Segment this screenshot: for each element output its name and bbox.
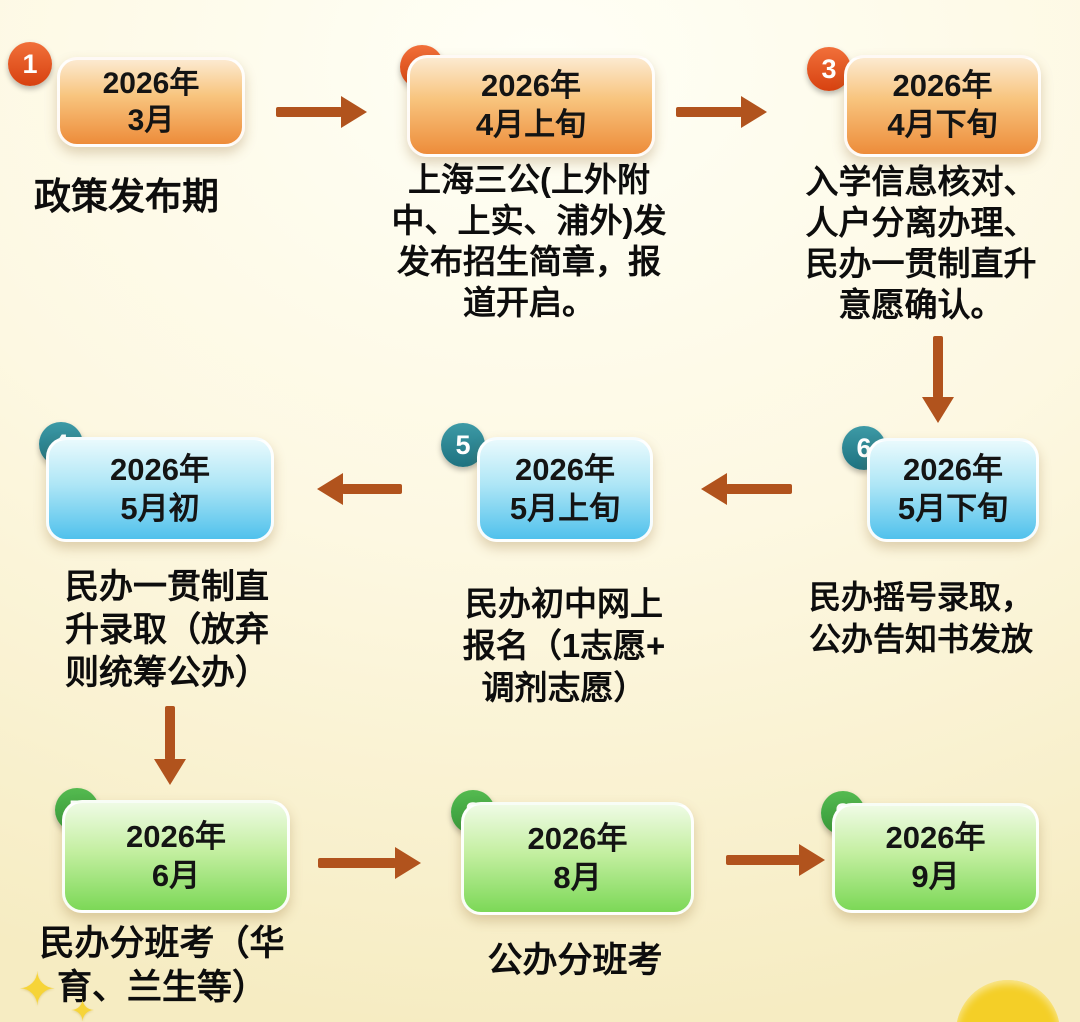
arrow-step7-to-step8 — [318, 858, 396, 868]
step-3-number-badge: 3 — [807, 47, 851, 91]
step-3-date: 2026年 4月下旬 — [887, 68, 998, 142]
step-2-date-box: 2026年 4月上旬 — [407, 55, 655, 157]
arrow-step8-to-step9 — [726, 855, 800, 865]
step-1-label: 政策发布期 — [34, 176, 219, 217]
step-8-label: 公办分班考 — [487, 941, 663, 980]
step-3-label: 入学信息核对、 人户分离办理、 民办一贯制直升 意愿确认。 — [805, 163, 1037, 323]
step-5-date: 2026年 5月上旬 — [509, 451, 621, 526]
step-3-date-box: 2026年 4月下旬 — [844, 55, 1041, 157]
step-7-label: 民办分班考（华 育、兰生等） — [39, 924, 285, 1008]
step-6-date-box: 2026年 5月下旬 — [867, 438, 1039, 542]
step-4-label: 民办一贯制直 升录取（放弃 则统筹公办） — [65, 568, 269, 693]
step-1-number-badge: 1 — [8, 42, 52, 86]
step-2-label: 上海三公(上外附 中、上实、浦外)发 发布招生简章，报 道开启。 — [391, 161, 667, 321]
step-9-date: 2026年 9月 — [885, 820, 986, 894]
sparkle-icon: ✦ — [18, 963, 57, 1015]
arrow-step4-to-step7 — [165, 706, 175, 760]
arrow-step2-to-step3 — [676, 107, 742, 117]
step-4-date-box: 2026年 5月初 — [46, 437, 274, 542]
step-6-label: 民办摇号录取， 公办告知书发放 — [808, 579, 1033, 658]
arrow-step6-to-step5 — [726, 484, 792, 494]
step-9-date-box: 2026年 9月 — [832, 803, 1039, 913]
step-7-date: 2026年 6月 — [126, 818, 226, 893]
step-5-label: 民办初中网上 报名（1志愿+ 调剂志愿） — [462, 585, 666, 706]
step-8-date: 2026年 8月 — [527, 820, 628, 895]
step-7-date-box: 2026年 6月 — [62, 800, 290, 913]
arrow-step1-to-step2 — [276, 107, 342, 117]
step-8-date-box: 2026年 8月 — [461, 802, 694, 915]
sparkle-icon: ✦ — [70, 995, 96, 1022]
step-1-date-box: 2026年 3月 — [57, 57, 245, 147]
arrow-step3-to-step6 — [933, 336, 943, 398]
step-1-date: 2026年 3月 — [102, 66, 200, 138]
step-5-date-box: 2026年 5月上旬 — [477, 437, 653, 542]
yellow-circle-decoration — [956, 980, 1060, 1022]
step-6-date: 2026年 5月下旬 — [897, 452, 1009, 526]
step-4-date: 2026年 5月初 — [110, 451, 210, 526]
arrow-step5-to-step4 — [342, 484, 402, 494]
step-2-date: 2026年 4月上旬 — [475, 68, 587, 142]
